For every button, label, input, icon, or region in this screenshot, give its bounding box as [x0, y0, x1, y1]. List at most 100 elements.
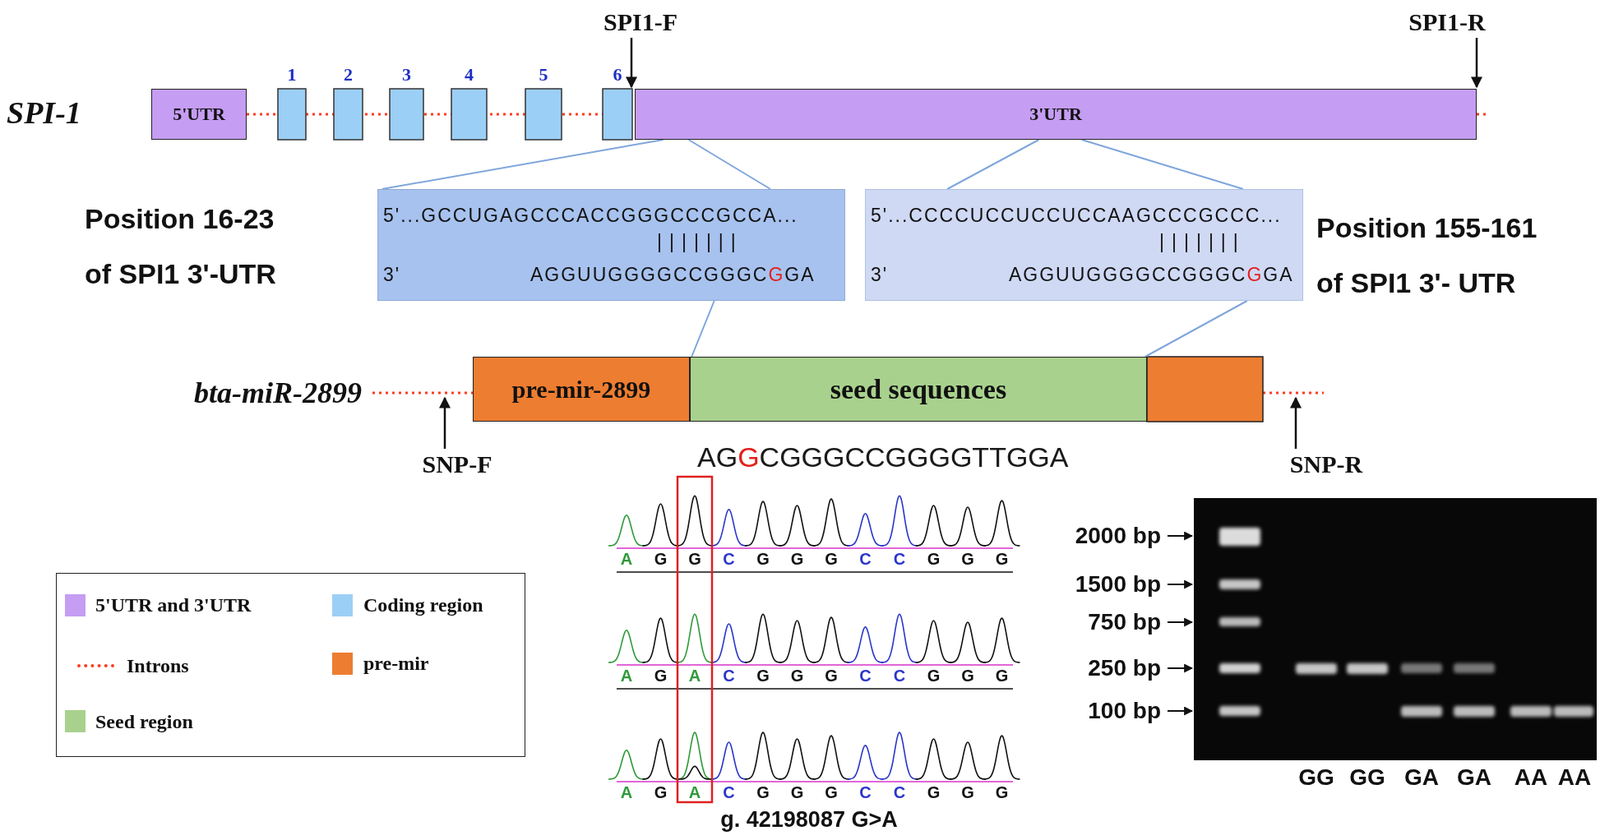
base-call: G [995, 550, 1009, 569]
gel-band [1295, 663, 1337, 675]
seed-box: seed sequences [689, 356, 1147, 422]
zoom-line [382, 139, 771, 190]
ladder-arrows [1167, 536, 1193, 712]
box-label: pre-mir-2899 [512, 375, 651, 404]
gel-band [1219, 617, 1261, 627]
trace-baseline [616, 547, 1013, 550]
trace-peak [847, 745, 884, 780]
box-label: 5'UTR [172, 103, 226, 125]
ladder-size: 100 bp [1087, 698, 1161, 725]
ladder-arrow [1167, 583, 1193, 586]
trace-rule [616, 688, 1013, 690]
trace-peak [949, 507, 986, 546]
legend-swatch [332, 594, 353, 617]
trace-peak [984, 618, 1021, 663]
trace-peak [744, 501, 782, 546]
base-call: A [620, 666, 633, 686]
base-call: C [893, 550, 906, 569]
base-call: G [961, 783, 975, 803]
legend-text: pre-mir [363, 652, 430, 676]
base-call: G [790, 550, 805, 569]
trace-rule [616, 571, 1013, 574]
base-call: A [689, 666, 701, 686]
trace-peak [881, 495, 918, 546]
genotype-label: AA [1514, 764, 1548, 791]
trace-peak [813, 499, 850, 546]
trace-peak [915, 620, 953, 663]
base-call: G [995, 783, 1009, 803]
snp-base: G [737, 441, 759, 474]
base-call: G [824, 550, 838, 569]
base-call: G [756, 550, 770, 569]
ladder-size: 1500 bp [1075, 571, 1161, 598]
gel-band [1219, 527, 1261, 546]
base-call: A [620, 550, 633, 569]
chromatogram [608, 476, 1021, 803]
trace-peak [984, 500, 1021, 546]
gel-bands [1219, 527, 1594, 717]
base-call: G [961, 550, 975, 569]
trace-peak [949, 742, 986, 780]
legend-text: Coding region [363, 594, 484, 617]
trace-peak [881, 732, 918, 780]
genotype-label: GA [1456, 764, 1492, 791]
intron-line [1262, 392, 1324, 395]
genotype-label: GA [1404, 764, 1439, 791]
snp-base: G [1246, 263, 1263, 287]
trace-peak [779, 739, 816, 780]
intron-line [372, 392, 473, 395]
gene-name: SPI-1 [6, 94, 82, 131]
trace-peak [779, 620, 816, 663]
ladder-arrow [1167, 667, 1193, 670]
primer-label: SPI1-F [603, 8, 678, 37]
base-call: G [961, 666, 975, 686]
trace-peak [608, 750, 645, 780]
sequence-text: 5'...GCCUGAGCCCACCGGGCCCGCCA... [383, 204, 799, 227]
text-row: AGGCGGGCCGGGGTTGGA [697, 441, 1069, 474]
base-call: G [756, 666, 770, 686]
base-call: G [927, 783, 941, 803]
genotype-label: AA [1558, 764, 1591, 791]
gel-band [1219, 706, 1261, 717]
primer-label: SPI1-R [1408, 8, 1485, 37]
base-call: G [688, 550, 702, 569]
mirna-name: bta-miR-2899 [194, 375, 362, 411]
position-note: Position 155-161 of SPI1 3'- UTR [1316, 200, 1551, 311]
zoom-panel: AGGUUGGGGCCGGGCGGA5'...GCCUGAGCCCACCGGGC… [377, 189, 846, 301]
ladder-arrow [1167, 621, 1193, 624]
legend-box: 5'UTR and 3'UTRCoding regionIntronspre-m… [55, 573, 526, 758]
legend-text: 5'UTR and 3'UTR [95, 594, 251, 617]
trace-peak [711, 624, 748, 663]
gel-band [1401, 663, 1443, 674]
sequence-text: GA [784, 263, 815, 287]
gel-band [1453, 706, 1495, 717]
gel-image [1193, 498, 1597, 761]
gel-band [1219, 663, 1261, 674]
gel-band [1219, 579, 1261, 590]
base-call: G [790, 783, 805, 803]
trace-peak [608, 515, 645, 546]
snp-highlight [677, 476, 713, 803]
base-call: C [722, 550, 735, 569]
legend-text: Seed region [95, 711, 194, 734]
box-label: 3'UTR [1029, 103, 1083, 125]
primer-arrow [1294, 397, 1298, 449]
base-call: G [654, 783, 668, 803]
trace-peak [813, 735, 850, 780]
base-call: C [722, 783, 735, 803]
base-call: G [927, 666, 941, 686]
trace-peak [608, 630, 645, 663]
sequence-text: CGGGCCGGGGTTGGA [759, 441, 1069, 474]
zoom-line [691, 300, 714, 357]
sequence-text: GA [1262, 263, 1294, 287]
exon-number: 1 [287, 64, 297, 86]
base-call: G [824, 666, 838, 686]
ladder-arrow [1167, 710, 1193, 713]
exon-number: 3 [402, 64, 412, 86]
trace-peak [984, 735, 1021, 780]
ladder-arrow [1167, 535, 1193, 537]
sequence-text: 3' [870, 263, 888, 287]
exon-number: 5 [539, 64, 549, 86]
trace-peak [847, 513, 884, 546]
